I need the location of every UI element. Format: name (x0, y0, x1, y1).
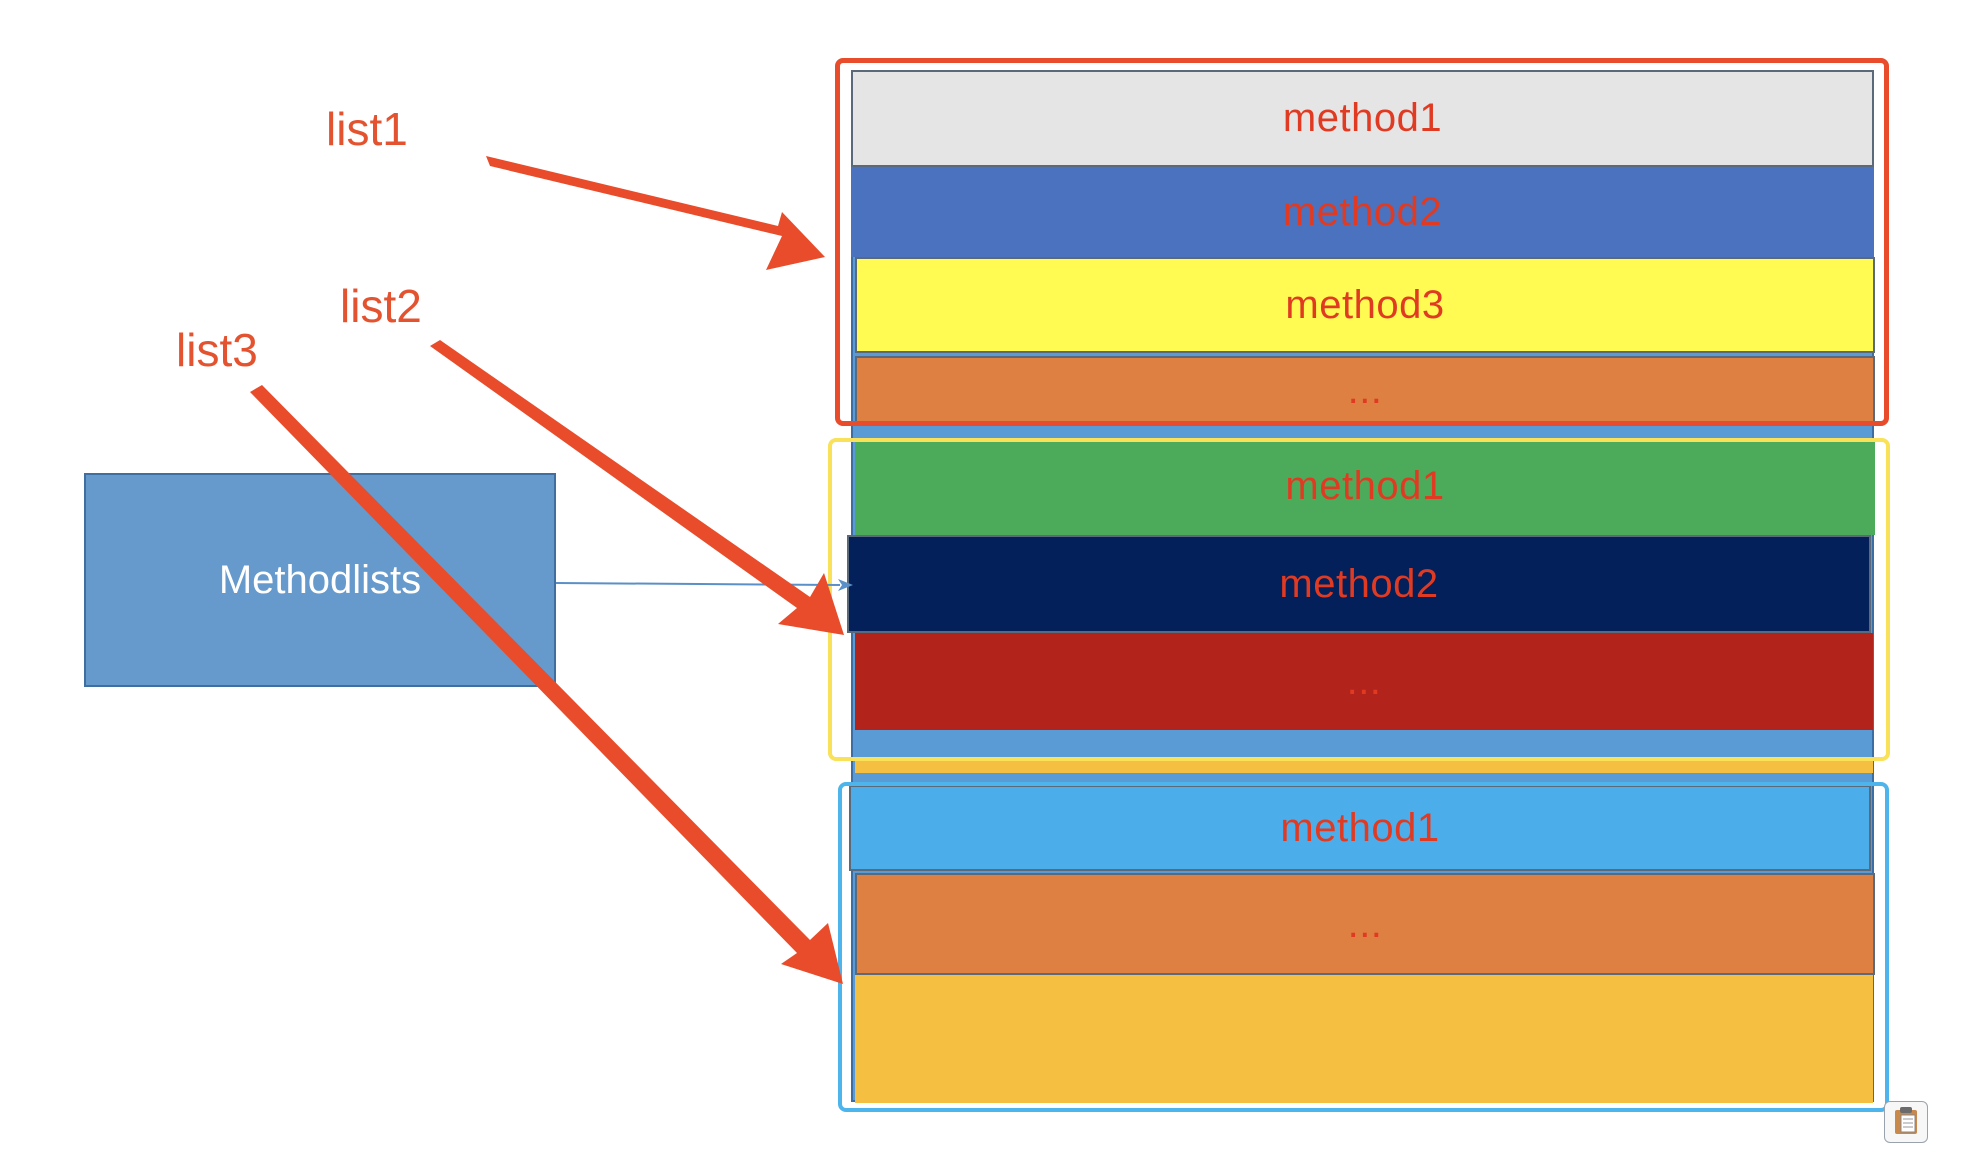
list2-row-ellipsis: ... (855, 633, 1873, 730)
list1-row-method2: method2 (851, 167, 1874, 257)
clipboard-button[interactable] (1884, 1101, 1928, 1143)
list1-label: list1 (326, 103, 408, 155)
separator-strip (855, 758, 1873, 773)
list2-row-method1: method1 (855, 438, 1875, 535)
list3-row-method1-label: method1 (1280, 805, 1440, 850)
list2-row-method1-label: method1 (1285, 464, 1445, 508)
list2-row-ellipsis-label: ... (1346, 659, 1382, 703)
list3-row-ellipsis: ... (855, 873, 1875, 975)
list2-arrow (430, 340, 844, 635)
methodlists-connector-arrow (555, 579, 853, 591)
list3-row-empty (855, 975, 1873, 1103)
list2-row-method2-label: method2 (1279, 561, 1439, 606)
methodlists-box: Methodlists (84, 473, 556, 687)
list2-row-method2: method2 (847, 535, 1871, 633)
list1-row-method1-label: method1 (1282, 96, 1443, 140)
list3-group-outline (838, 782, 1889, 1112)
list1-row-method2-label: method2 (1282, 189, 1443, 234)
list3-row-ellipsis-label: ... (1347, 901, 1383, 946)
list1-group-outline (835, 58, 1889, 426)
list1-row-method1: method1 (851, 70, 1874, 167)
list1-row-ellipsis-label: ... (1347, 367, 1383, 412)
list2-label: list2 (340, 280, 422, 332)
methodlists-label: Methodlists (218, 557, 422, 602)
list1-row-method3: method3 (855, 257, 1875, 353)
list3-label: list3 (176, 324, 258, 376)
list3-arrow (250, 385, 843, 984)
list1-arrow (486, 156, 825, 270)
list1-row-method3-label: method3 (1285, 282, 1445, 327)
list3-row-method1: method1 (849, 785, 1871, 871)
clipboard-icon (1893, 1105, 1919, 1140)
